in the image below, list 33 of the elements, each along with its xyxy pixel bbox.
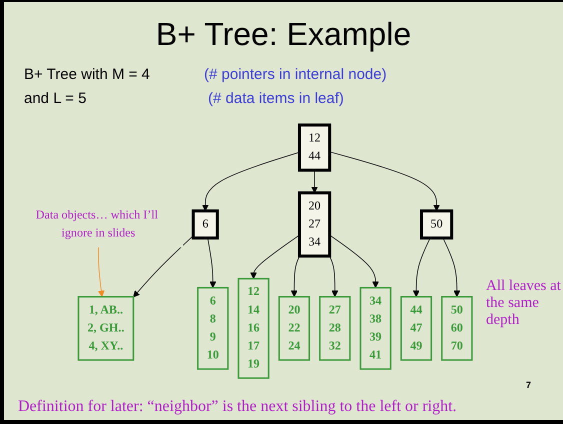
subtitle-line: and L = 5: [24, 90, 86, 107]
note-text: All leaves at the same depth: [486, 278, 562, 329]
note-text: (# pointers in internal node): [204, 66, 387, 83]
node-box: 12 44: [298, 124, 332, 172]
arrow: [329, 256, 338, 298]
subtitle-line: B+ Tree with M = 4: [24, 66, 150, 83]
note-text: (# data items in leaf): [208, 90, 344, 107]
arrow: [442, 238, 460, 298]
arrow: [202, 152, 300, 212]
node-box: 50 60 70: [441, 296, 473, 362]
node-box: 20 27 34: [298, 192, 332, 258]
footnote-text: Definition for later: “neighbor” is the next sibling to the left or right.: [18, 398, 457, 416]
arrow: [133, 236, 194, 298]
node-box: 34 38 39 41: [360, 287, 392, 370]
node-box: 20 22 24: [278, 296, 310, 362]
arrow: [207, 238, 216, 288]
node-box: 6: [192, 210, 219, 240]
slide-title: B+ Tree: Example: [154, 16, 412, 53]
node-box: 44 47 49: [400, 296, 432, 362]
node-box: 6 8 9 10: [197, 287, 229, 370]
arrow: [329, 235, 379, 288]
node-text: Data objects… which I’ll ignore in slides: [36, 209, 158, 240]
page-number: 7: [526, 380, 532, 390]
node-box: 27 28 32: [319, 296, 351, 362]
arrow: [98, 247, 105, 298]
arrow: [329, 152, 440, 212]
arrow: [250, 235, 300, 280]
node-box: 12 14 16 17 19: [238, 278, 270, 380]
arrow: [311, 170, 318, 194]
arrow: [290, 256, 300, 298]
node-box: 50: [420, 210, 454, 240]
arrow: [412, 238, 431, 298]
node-box: 1, AB.. 2, GH.. 4, XY..: [78, 296, 134, 362]
